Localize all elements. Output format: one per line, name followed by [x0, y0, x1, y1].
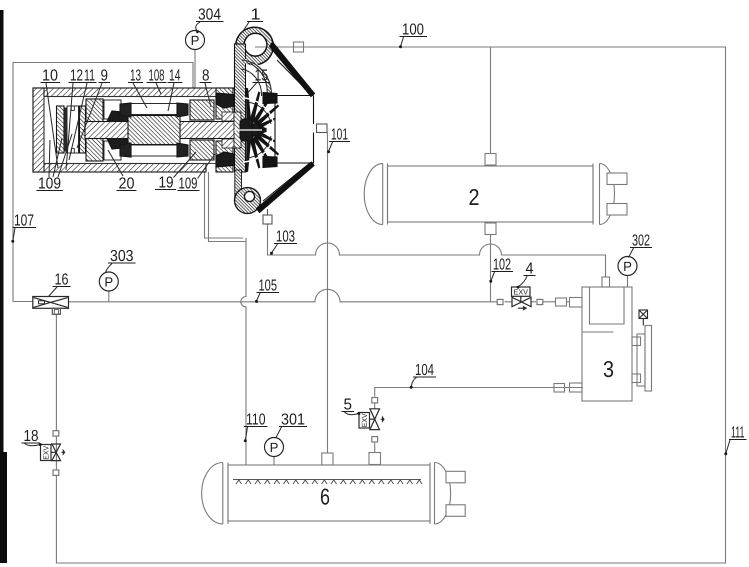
svg-text:12: 12	[70, 68, 83, 85]
svg-text:111: 111	[731, 425, 745, 442]
svg-text:1: 1	[251, 7, 261, 24]
svg-text:15: 15	[255, 68, 269, 85]
svg-text:108: 108	[149, 68, 165, 85]
svg-text:100: 100	[402, 22, 424, 39]
svg-text:302: 302	[632, 233, 650, 250]
svg-text:P: P	[270, 440, 279, 455]
svg-text:109: 109	[179, 176, 198, 193]
svg-text:6: 6	[320, 484, 330, 510]
svg-text:105: 105	[259, 278, 278, 295]
svg-text:102: 102	[493, 257, 511, 274]
svg-text:303: 303	[110, 248, 134, 265]
svg-text:EXV: EXV	[360, 413, 369, 427]
svg-text:104: 104	[415, 362, 434, 379]
svg-text:19: 19	[159, 175, 174, 192]
svg-text:18: 18	[24, 428, 39, 445]
svg-text:109: 109	[38, 176, 61, 193]
svg-text:107: 107	[14, 213, 34, 230]
svg-text:2: 2	[469, 184, 480, 210]
svg-text:16: 16	[55, 272, 69, 289]
svg-text:8: 8	[202, 68, 210, 85]
svg-text:101: 101	[331, 127, 348, 144]
svg-text:P: P	[191, 33, 200, 48]
svg-text:EXV: EXV	[514, 288, 529, 297]
svg-text:103: 103	[276, 229, 295, 246]
svg-text:P: P	[623, 259, 632, 274]
svg-text:EXV: EXV	[41, 446, 50, 460]
svg-text:14: 14	[169, 68, 181, 85]
svg-text:301: 301	[281, 412, 305, 429]
svg-text:9: 9	[101, 68, 109, 85]
svg-text:3: 3	[603, 356, 614, 382]
svg-text:110: 110	[246, 412, 266, 429]
svg-text:13: 13	[130, 68, 141, 85]
svg-text:10: 10	[42, 68, 58, 85]
svg-text:5: 5	[344, 397, 353, 414]
svg-text:20: 20	[119, 176, 135, 193]
svg-text:304: 304	[198, 7, 221, 24]
svg-text:P: P	[104, 274, 113, 289]
svg-text:4: 4	[526, 261, 534, 278]
svg-text:11: 11	[84, 68, 95, 85]
